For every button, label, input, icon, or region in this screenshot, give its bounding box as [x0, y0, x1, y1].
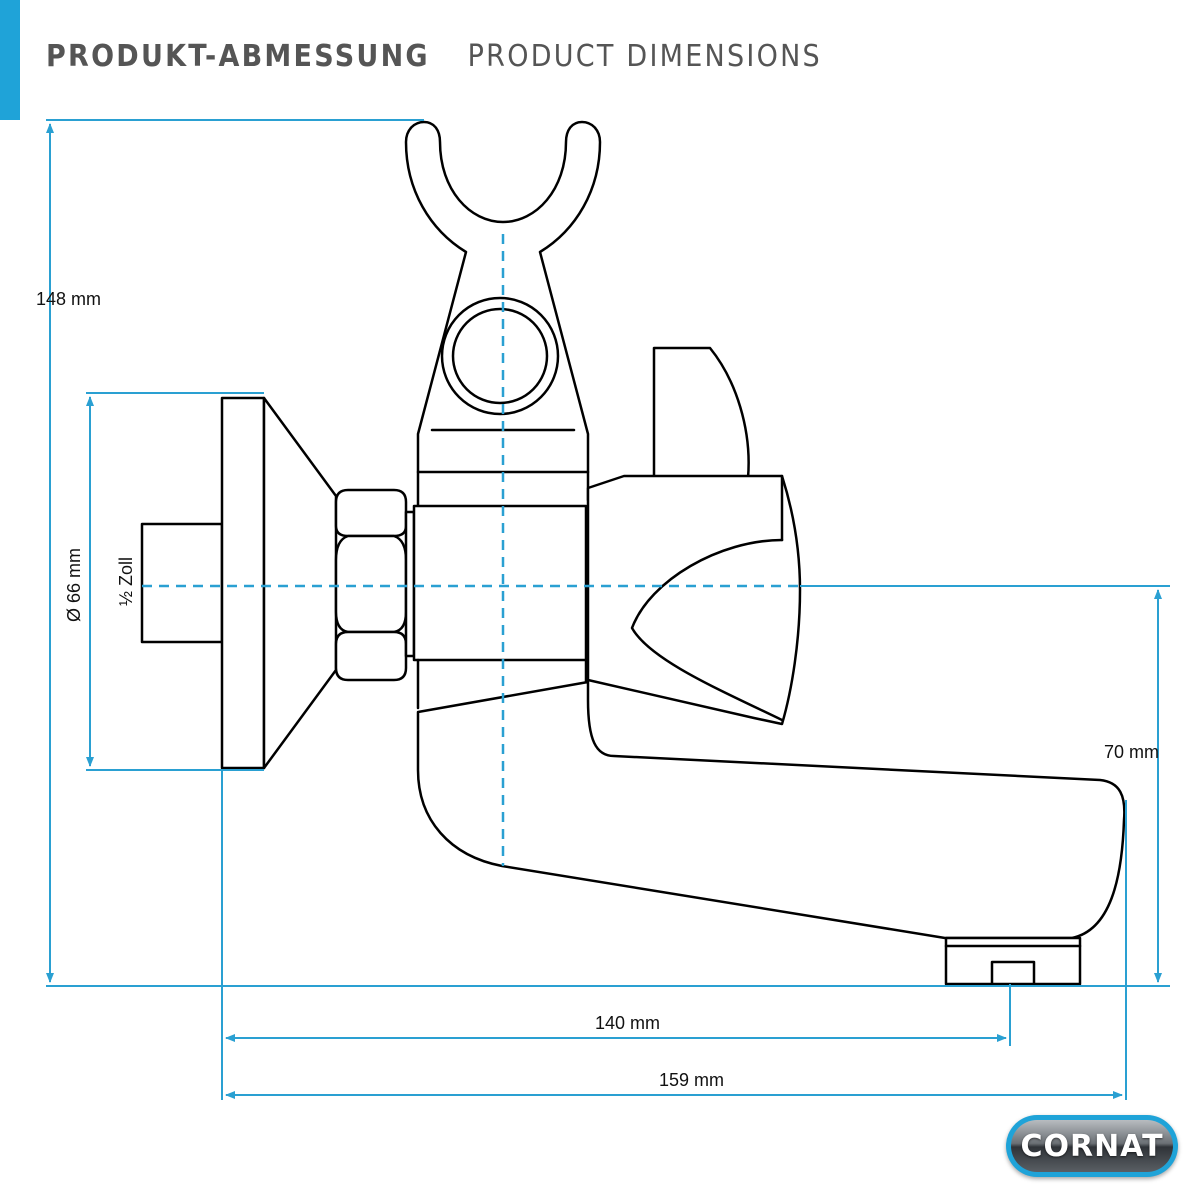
- accent-bar: [0, 0, 20, 120]
- cornat-logo: CORNAT: [1006, 1115, 1178, 1177]
- lever-top: [652, 346, 750, 480]
- wall-connector: [140, 522, 224, 644]
- aerator-nozzle: [990, 960, 1036, 986]
- valve-body: [412, 504, 588, 662]
- rosette-cone: [262, 396, 338, 770]
- label-rosette-diameter: Ø 66 mm: [64, 548, 84, 622]
- faucet-outline: [140, 120, 1126, 986]
- cartridge-housing: [586, 474, 802, 726]
- centre-lines: [142, 234, 800, 866]
- spout: [416, 680, 1126, 940]
- label-thread-size: ½ Zoll: [116, 557, 136, 606]
- label-projection-159: 159 mm: [659, 1070, 724, 1090]
- rosette-plate: [220, 396, 266, 770]
- dimension-lines: [46, 119, 1170, 1100]
- label-outlet-height: 70 mm: [1104, 742, 1159, 762]
- cartridge-detail: [630, 538, 784, 722]
- holder-ring-inner: [451, 307, 549, 405]
- title-english: PRODUCT DIMENSIONS: [467, 38, 822, 74]
- label-total-height: 148 mm: [36, 289, 101, 309]
- page-header: PRODUKT-ABMESSUNG PRODUCT DIMENSIONS: [46, 34, 822, 78]
- title-german: PRODUKT-ABMESSUNG: [46, 38, 430, 74]
- holder-ring-outer: [440, 296, 560, 416]
- label-projection-140: 140 mm: [595, 1013, 660, 1033]
- hex-nut: [334, 488, 408, 682]
- logo-text: CORNAT: [1020, 1128, 1164, 1164]
